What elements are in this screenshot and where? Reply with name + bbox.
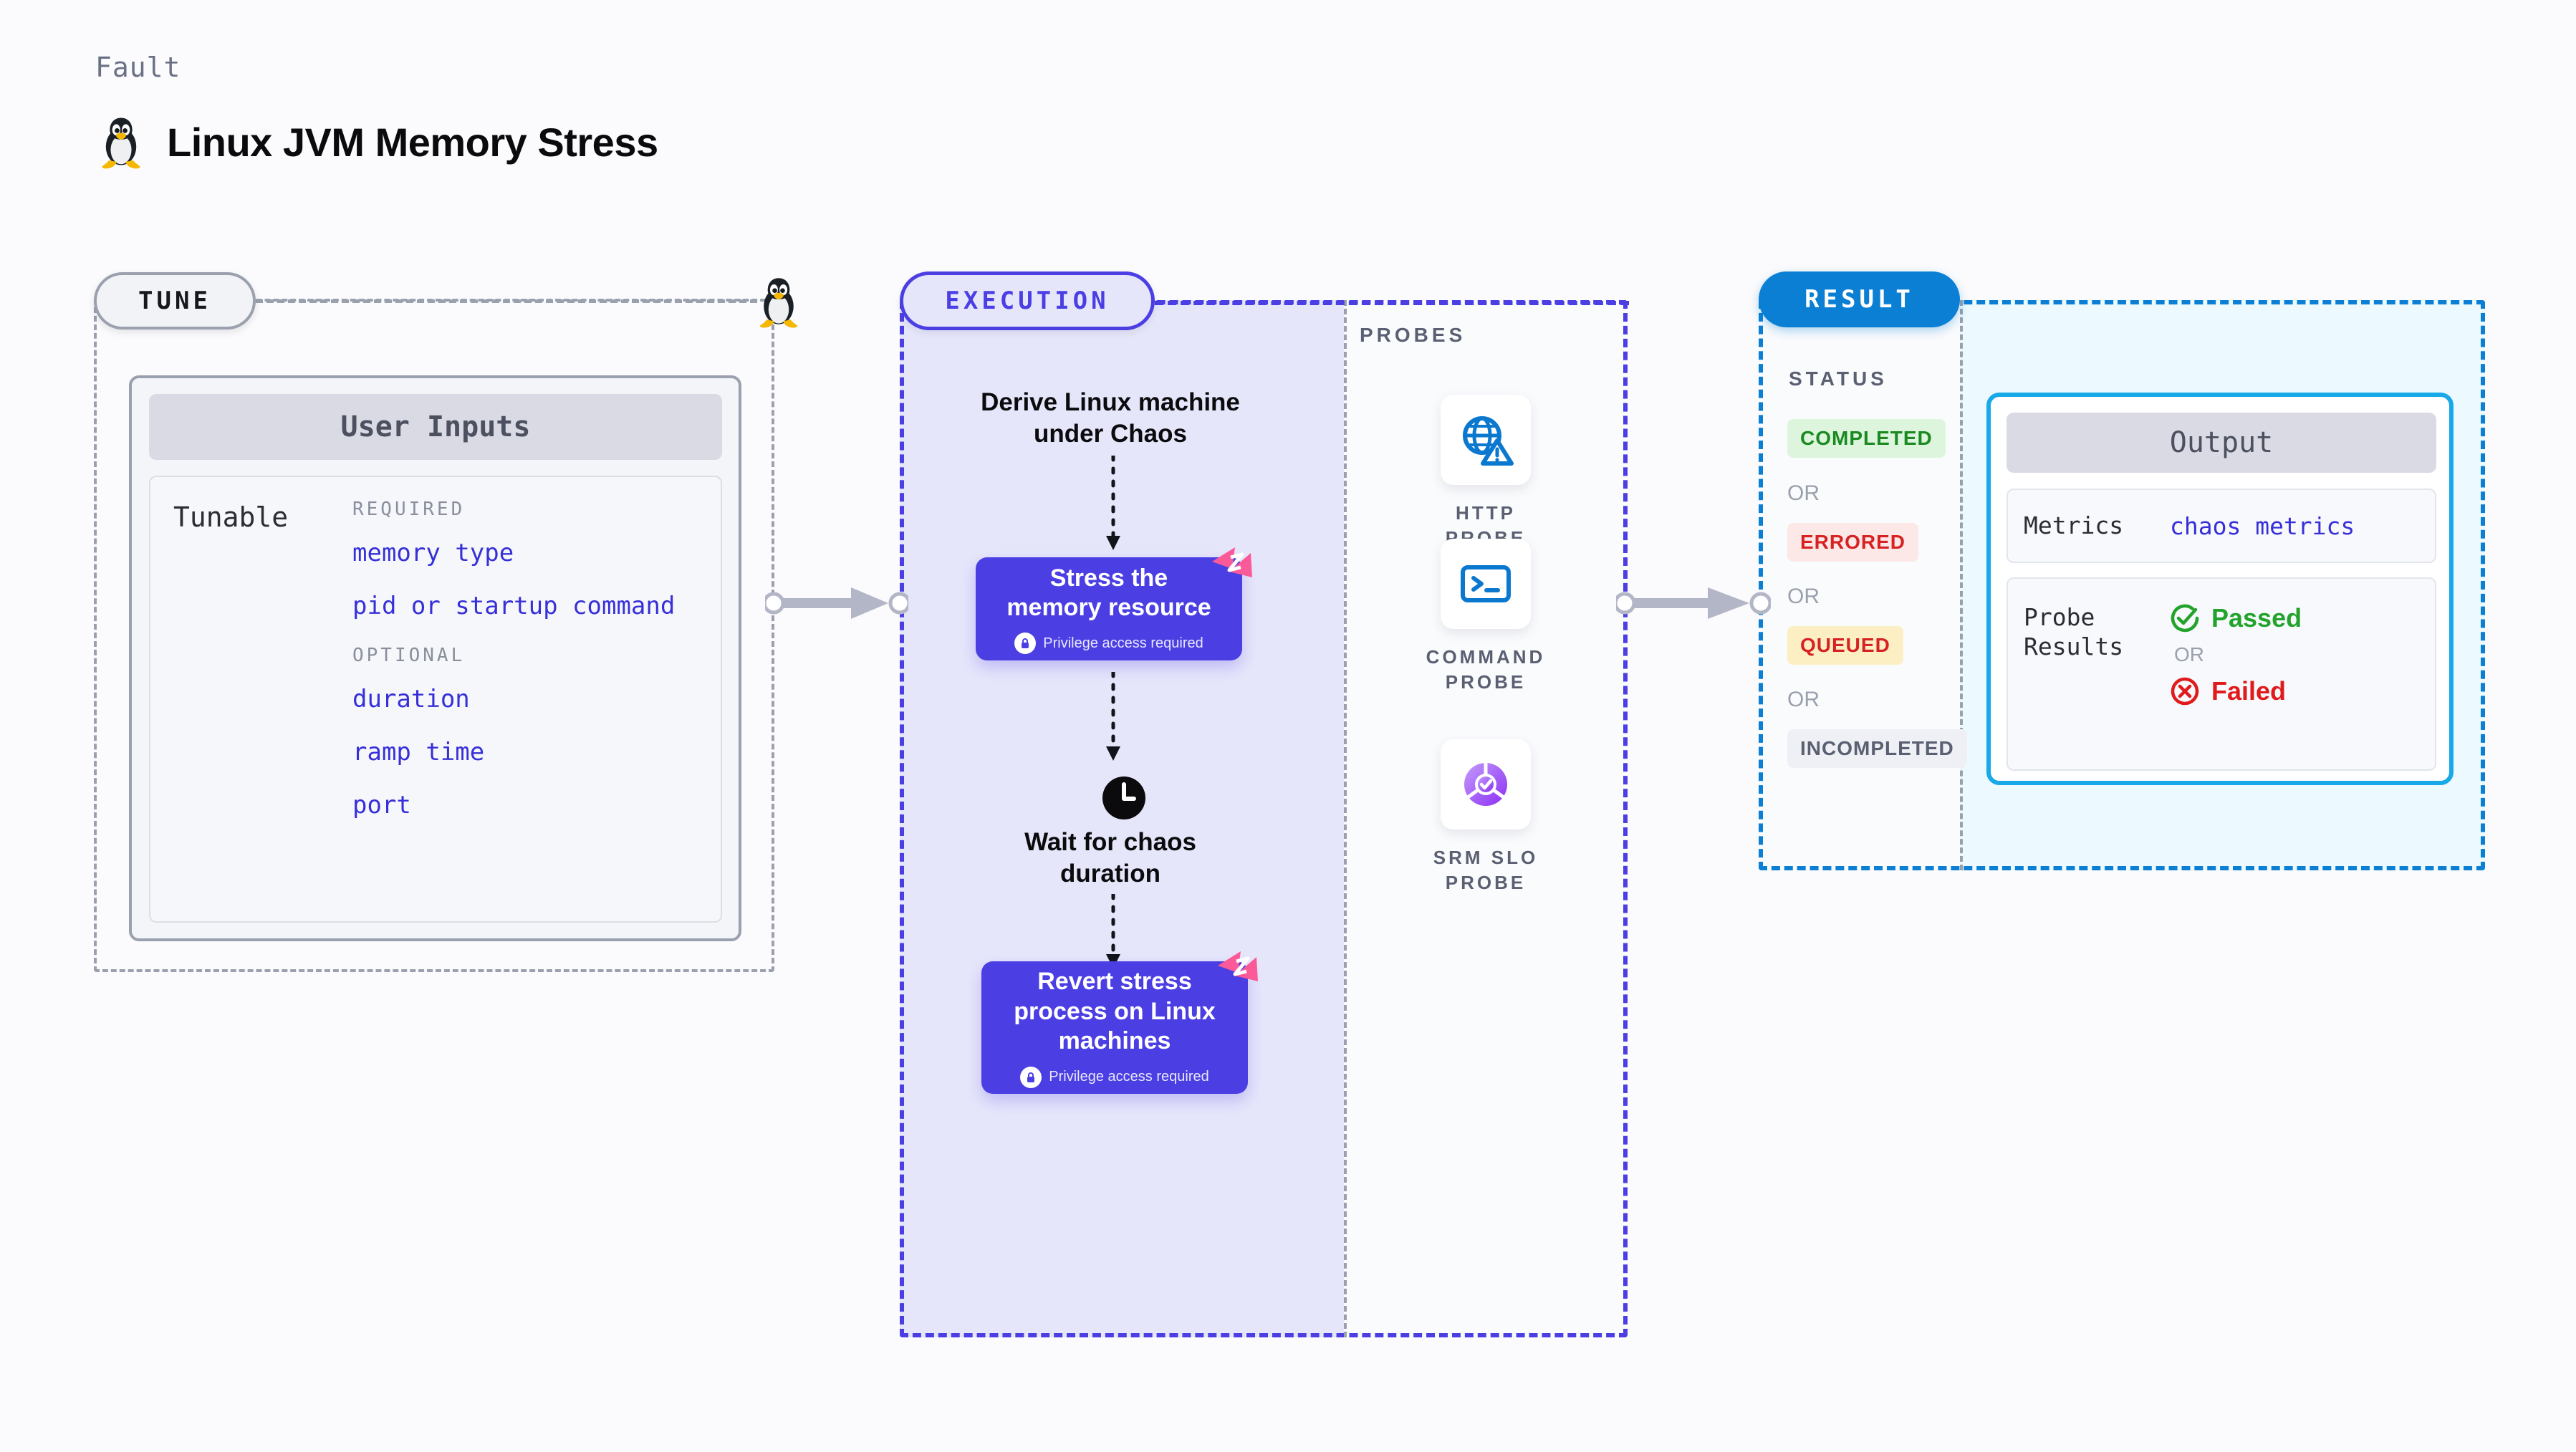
status-badge-completed: COMPLETED [1787, 419, 1946, 458]
result-section-pill[interactable]: RESULT [1759, 271, 1960, 327]
status-or-separator: OR [1787, 688, 1820, 711]
litmus-ribbon-icon [1212, 547, 1252, 577]
execution-top-dashed-line [1155, 301, 1629, 305]
lock-icon [1020, 1066, 1042, 1088]
flow-arrow-2 [1099, 670, 1128, 769]
probe-result-passed: Passed [2170, 603, 2302, 633]
task-title: Revert stress process on Linux machines [1001, 967, 1229, 1056]
probe-icon-card [1441, 739, 1531, 830]
tune-top-dashed-line [256, 299, 757, 303]
task-title-line1: Revert stress [1037, 968, 1192, 996]
status-badge-errored: ERRORED [1787, 523, 1919, 562]
metrics-key: Metrics [2024, 511, 2124, 539]
status-or-separator: OR [1787, 481, 1820, 505]
output-title: Output [2007, 413, 2436, 473]
task-title-line1: Stress the [1049, 564, 1168, 592]
execution-step-derive-line1: Derive Linux machine [981, 388, 1240, 416]
probe-label-line2: PROBE [1445, 872, 1527, 894]
probe-label: COMMAND PROBE [1344, 645, 1628, 695]
terminal-icon [1461, 565, 1511, 602]
probes-divider [1344, 300, 1347, 1337]
privilege-note-text: Privilege access required [1049, 1069, 1209, 1085]
execution-step-wait-line1: Wait for chaos [1024, 828, 1196, 856]
tunable-item[interactable]: duration [352, 685, 470, 713]
connector-execution-to-result [1616, 582, 1771, 625]
privilege-note: Privilege access required [1014, 633, 1203, 655]
probe-result-or-separator: OR [2174, 643, 2204, 665]
task-title-line2: memory resource [1006, 594, 1211, 621]
probes-title: PROBES [1360, 324, 1466, 346]
result-divider [1960, 300, 1963, 870]
probe-result-failed: Failed [2170, 676, 2302, 706]
tunable-item[interactable]: port [352, 791, 411, 819]
group-heading-required: REQUIRED [352, 499, 466, 520]
group-heading-optional: OPTIONAL [352, 645, 466, 666]
execution-task-revert-stress[interactable]: Revert stress process on Linux machines … [981, 951, 1258, 1094]
user-inputs-title: User Inputs [149, 394, 722, 460]
tunable-item[interactable]: pid or startup command [352, 592, 676, 620]
tux-penguin-icon [102, 117, 140, 169]
output-probe-results-row: Probe Results Passed OR Fai [2007, 577, 2436, 771]
probe-label-line1: HTTP [1456, 502, 1516, 524]
probe-item-srm-slo[interactable]: SRM SLO PROBE [1344, 739, 1628, 895]
page-title-row: Linux JVM Memory Stress [95, 115, 658, 169]
user-inputs-body: Tunable REQUIRED memory type pid or star… [149, 476, 722, 923]
status-badge-incompleted: INCOMPLETED [1787, 729, 1967, 768]
status-badge-queued: QUEUED [1787, 626, 1903, 665]
probe-label: SRM SLO PROBE [1344, 845, 1628, 895]
probe-results-key-line1: Probe [2024, 603, 2095, 631]
tunable-item[interactable]: ramp time [352, 738, 485, 766]
lock-icon [1014, 633, 1037, 655]
page-kicker: Fault [95, 52, 181, 83]
probe-icon-card [1441, 539, 1531, 629]
tux-penguin-icon-connector [759, 278, 798, 328]
task-title-line3: machines [1058, 1027, 1171, 1055]
probe-result-passed-label: Passed [2211, 603, 2302, 633]
privilege-note-text: Privilege access required [1043, 635, 1203, 651]
probe-results-key-line2: Results [2024, 632, 2124, 660]
probe-item-command[interactable]: COMMAND PROBE [1344, 539, 1628, 695]
privilege-note: Privilege access required [1020, 1066, 1209, 1088]
probe-item-http[interactable]: HTTP PROBE [1344, 395, 1628, 551]
flow-arrow-1 [1099, 453, 1128, 558]
tune-section-pill[interactable]: TUNE [94, 272, 256, 330]
probe-results-values: Passed OR Failed [2170, 603, 2302, 706]
execution-step-wait: Wait for chaos duration [953, 827, 1268, 890]
connector-tune-to-execution [765, 582, 908, 625]
tunable-label: Tunable [173, 501, 289, 533]
execution-step-derive: Derive Linux machine under Chaos [953, 387, 1268, 450]
page-title: Linux JVM Memory Stress [167, 119, 658, 165]
probe-label-line1: COMMAND [1426, 646, 1546, 668]
probe-result-failed-label: Failed [2211, 676, 2287, 706]
task-title-line2: process on Linux [1014, 997, 1216, 1025]
tunable-item[interactable]: memory type [352, 539, 514, 567]
litmus-ribbon-icon [1218, 951, 1258, 981]
result-section-boundary [1759, 300, 2485, 870]
result-status-background [1759, 300, 1960, 870]
probe-results-key: Probe Results [2008, 603, 2170, 662]
metrics-value-link[interactable]: chaos metrics [2170, 511, 2355, 540]
tunable-list: REQUIRED memory type pid or startup comm… [352, 499, 675, 844]
probe-label-line2: PROBE [1445, 671, 1527, 693]
execution-section-pill[interactable]: EXECUTION [900, 271, 1155, 330]
check-circle-icon [2171, 604, 2199, 633]
execution-step-wait-line2: duration [1060, 859, 1160, 888]
clock-icon [1102, 777, 1145, 819]
status-label: STATUS [1789, 367, 1888, 390]
slo-donut-check-icon [1464, 763, 1507, 806]
probe-label-line1: SRM SLO [1433, 847, 1539, 868]
user-inputs-card: User Inputs Tunable REQUIRED memory type… [129, 375, 741, 941]
output-card: Output Metrics chaos metrics Probe Resul… [1986, 393, 2454, 785]
x-circle-icon [2171, 677, 2199, 706]
probe-icon-card [1441, 395, 1531, 485]
globe-warning-icon [1463, 416, 1514, 466]
status-or-separator: OR [1787, 585, 1820, 608]
execution-step-derive-line2: under Chaos [1034, 419, 1187, 448]
task-title: Stress the memory resource [994, 564, 1224, 623]
execution-task-stress-memory[interactable]: Stress the memory resource Privilege acc… [976, 547, 1252, 660]
output-metrics-row: Metrics chaos metrics [2007, 489, 2436, 563]
